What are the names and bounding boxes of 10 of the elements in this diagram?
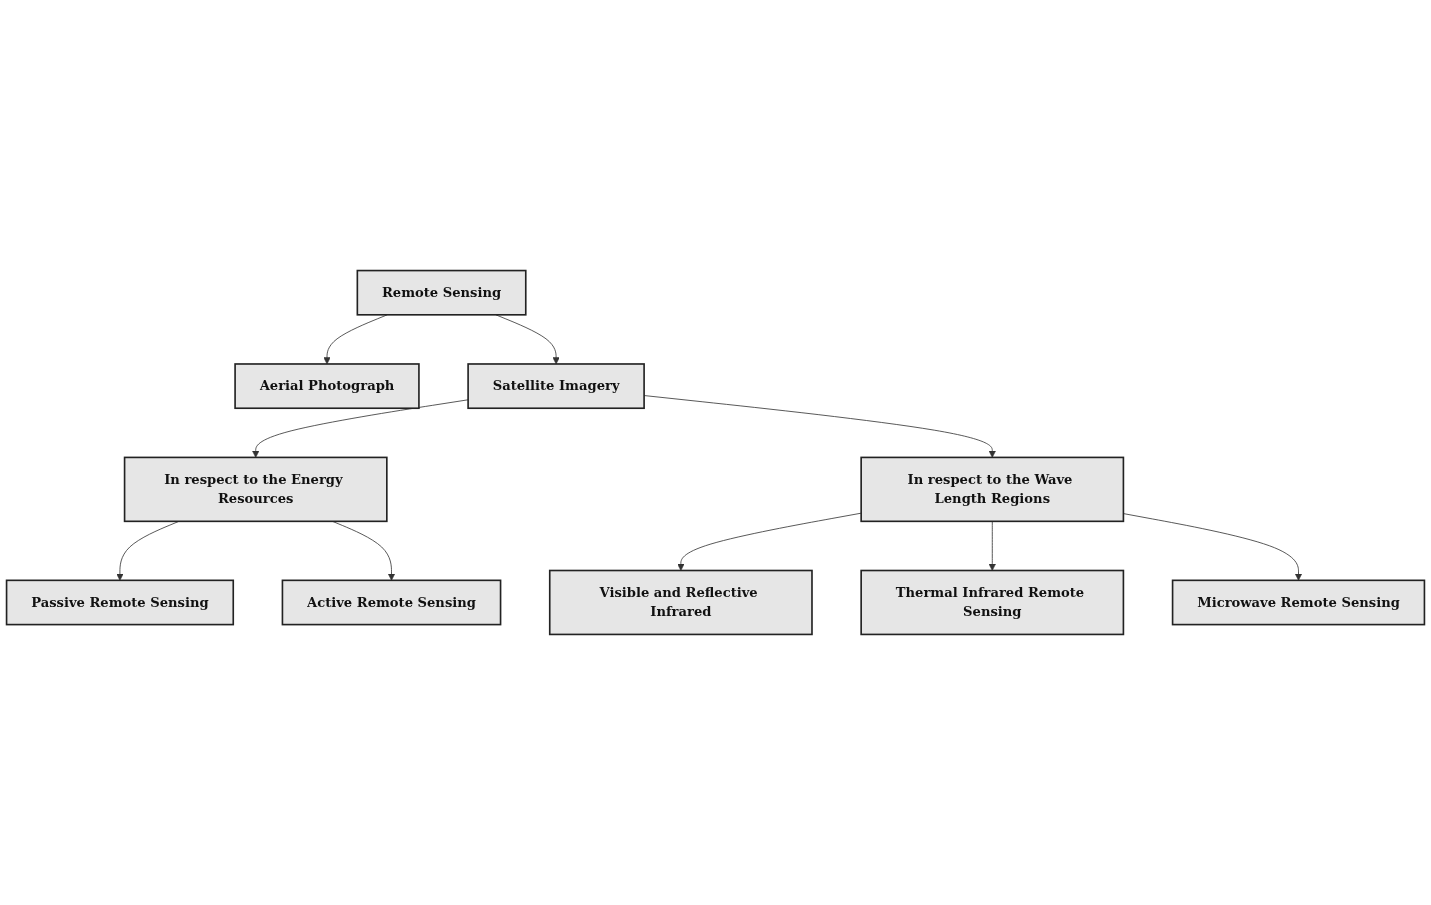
node-box: Remote Sensing	[356, 269, 527, 316]
node-box: Active Remote Sensing	[281, 579, 502, 626]
node-box: Aerial Photograph	[234, 363, 420, 410]
node-box: Microwave Remote Sensing	[1171, 579, 1426, 626]
node-box: In respect to the Energy Resources	[123, 456, 388, 523]
node-box: Passive Remote Sensing	[5, 579, 235, 626]
node-box: In respect to the Wave Length Regions	[860, 456, 1125, 523]
node-box: Satellite Imagery	[467, 363, 645, 410]
node-box: Visible and Reflective Infrared	[548, 569, 813, 636]
node-box: Thermal Infrared Remote Sensing	[860, 569, 1125, 636]
